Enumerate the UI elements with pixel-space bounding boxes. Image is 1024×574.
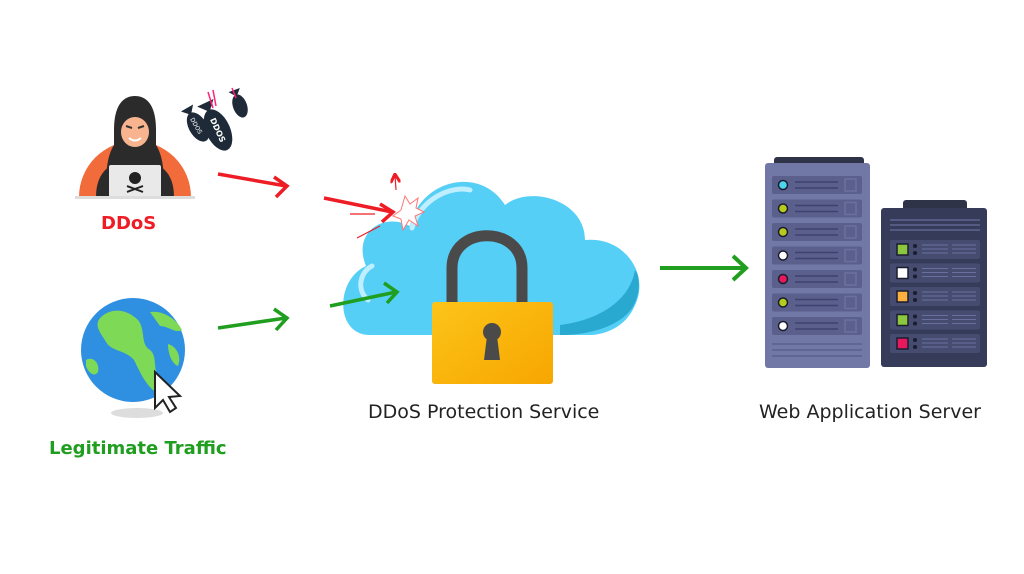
status-light <box>896 313 909 327</box>
cursor-icon <box>154 369 183 414</box>
protection-service-label: DDoS Protection Service <box>368 401 600 423</box>
status-light <box>896 243 909 256</box>
status-light <box>777 297 789 308</box>
server-slot <box>772 293 862 312</box>
server-slot <box>890 240 980 259</box>
status-light <box>896 337 909 350</box>
server-slot <box>772 223 862 241</box>
arrow-legit-in <box>217 316 287 330</box>
server-slot <box>890 263 980 283</box>
status-light <box>777 273 789 285</box>
arrow-legit-pass <box>329 290 397 308</box>
server-slot <box>890 310 980 330</box>
server-slot <box>772 176 862 194</box>
status-light <box>896 266 909 280</box>
status-light <box>777 203 789 214</box>
arrow-ddos-blocked <box>323 196 393 214</box>
server-slot <box>772 246 862 265</box>
server-slot <box>890 334 980 353</box>
server-rack-icon <box>765 157 987 368</box>
server-slot <box>890 287 980 306</box>
impact-burst-icon <box>350 175 426 239</box>
status-light <box>777 179 789 191</box>
server-slot <box>772 317 862 335</box>
arrow-ddos-in <box>217 172 287 188</box>
cloud-lock-icon <box>343 181 640 384</box>
arrowhead-legit-in <box>273 307 290 332</box>
status-light <box>777 250 789 261</box>
server-slot <box>772 199 862 218</box>
server-slot <box>772 270 862 288</box>
hacker-icon <box>75 96 195 199</box>
legitimate-traffic-label: Legitimate Traffic <box>49 438 227 459</box>
bomb-icons: DDOS DDOS <box>180 87 248 151</box>
status-light <box>777 320 789 332</box>
status-light <box>777 226 789 238</box>
arrowhead-ddos-in <box>273 175 290 199</box>
globe-icon <box>81 298 185 418</box>
status-light <box>896 290 909 303</box>
ddos-label: DDoS <box>101 213 157 234</box>
web-server-label: Web Application Server <box>759 401 981 423</box>
